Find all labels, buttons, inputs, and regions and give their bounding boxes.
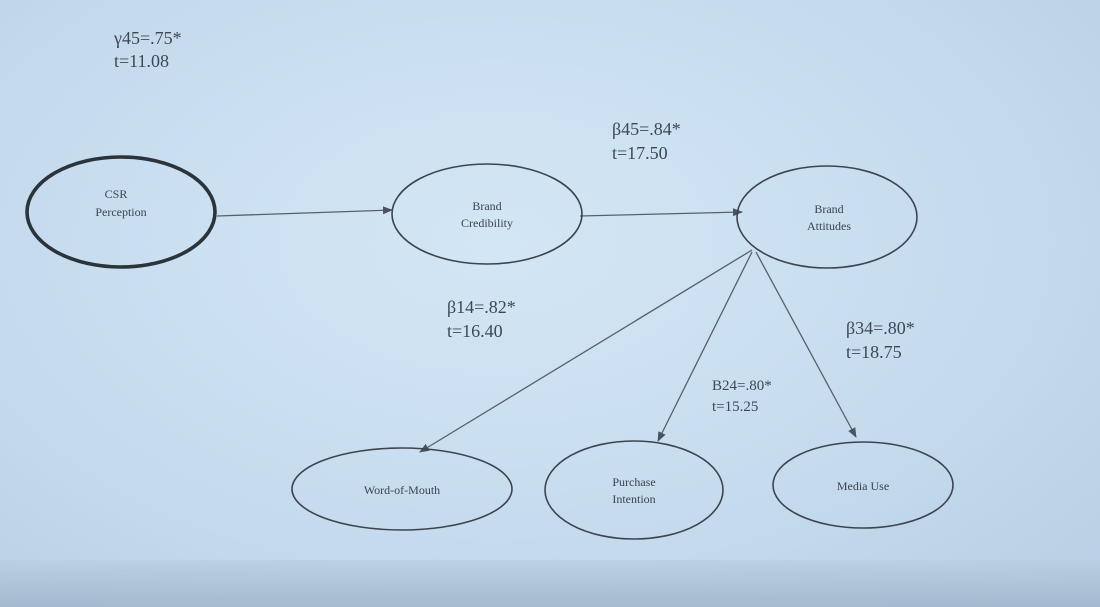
coefficient-label: γ45=.75*: [113, 28, 182, 48]
node-media-use: Media Use: [772, 441, 954, 529]
node-brand-credibility: Brand Credibility: [391, 163, 583, 265]
node-label-line: Intention: [612, 492, 655, 506]
edge-credibility-to-attitudes: [579, 208, 743, 217]
screen-bottom-edge: [0, 560, 1100, 607]
node-purchase-intention: Purchase Intention: [544, 440, 724, 540]
annotation-beta14: β14=.82* t=16.40: [447, 297, 516, 341]
node-csr-perception: CSR Perception: [25, 155, 217, 269]
annotation-beta24: B24=.80* t=15.25: [712, 378, 772, 415]
coefficient-label: B24=.80*: [712, 378, 772, 394]
node-label-line: Attitudes: [807, 219, 851, 233]
t-value-label: t=15.25: [712, 399, 758, 415]
node-label-line: Brand: [814, 202, 843, 216]
t-value-label: t=17.50: [612, 143, 668, 163]
annotation-beta45: β45=.84* t=17.50: [612, 119, 681, 163]
edge-attitudes-to-purchase: [657, 251, 753, 442]
annotation-gamma-csr: γ45=.75* t=11.08: [113, 28, 182, 71]
coefficient-label: β14=.82*: [447, 297, 516, 317]
node-word-of-mouth: Word-of-Mouth: [291, 447, 513, 531]
annotation-beta34: β34=.80* t=18.75: [846, 318, 915, 362]
node-label-line: Perception: [95, 205, 146, 219]
edge-attitudes-to-media: [755, 251, 857, 438]
node-label-line: Purchase: [612, 475, 655, 489]
t-value-label: t=16.40: [447, 321, 503, 341]
node-label-line: Brand: [472, 199, 501, 213]
t-value-label: t=11.08: [114, 51, 169, 71]
coefficient-label: β45=.84*: [612, 119, 681, 139]
edge-csr-to-credibility: [216, 206, 393, 217]
node-brand-attitudes: Brand Attitudes: [736, 165, 918, 269]
coefficient-label: β34=.80*: [846, 318, 915, 338]
node-label-line: Credibility: [461, 216, 513, 230]
edge-attitudes-to-wom: [419, 249, 753, 453]
node-label-line: CSR: [105, 187, 128, 201]
node-label-line: Media Use: [837, 479, 889, 493]
t-value-label: t=18.75: [846, 342, 902, 362]
node-label-line: Word-of-Mouth: [364, 483, 440, 497]
